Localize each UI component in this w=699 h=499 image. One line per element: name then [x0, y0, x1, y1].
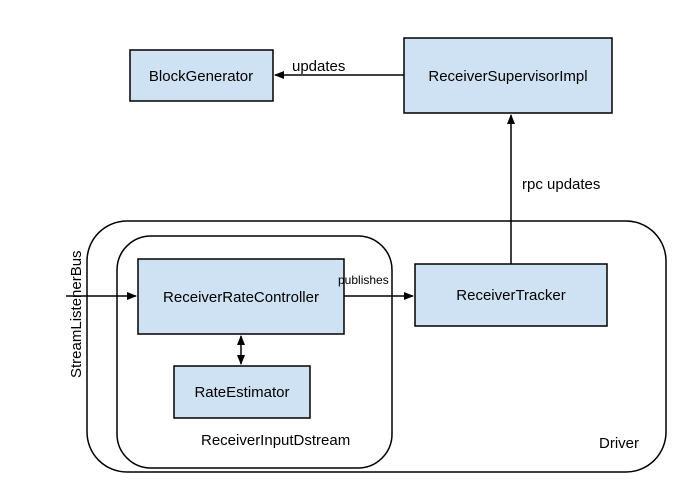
updates-label: updates — [292, 58, 345, 75]
rpc-updates-label: rpc updates — [522, 176, 600, 193]
publishes-label: publishes — [338, 273, 389, 287]
receiver-rate-controller-box — [137, 258, 345, 335]
driver-container — [86, 220, 667, 473]
block-generator-box — [129, 49, 274, 102]
driver-label: Driver — [599, 435, 639, 452]
rate-estimator-box — [173, 365, 311, 419]
receiver-rate-controller-label: ReceiverRateController — [163, 289, 319, 306]
stream-listener-bus-label: StreamListenerBus — [68, 250, 85, 378]
receiver-tracker-box — [414, 263, 608, 327]
receiver-tracker-label: ReceiverTracker — [456, 287, 565, 304]
rate-estimator-label: RateEstimator — [194, 384, 289, 401]
receiver-supervisor-impl-label: ReceiverSupervisorImpl — [428, 68, 587, 85]
receiver-input-dstream-label: ReceiverInputDstream — [201, 432, 350, 449]
receiver-input-dstream-container — [116, 235, 393, 469]
block-generator-label: BlockGenerator — [149, 68, 253, 85]
